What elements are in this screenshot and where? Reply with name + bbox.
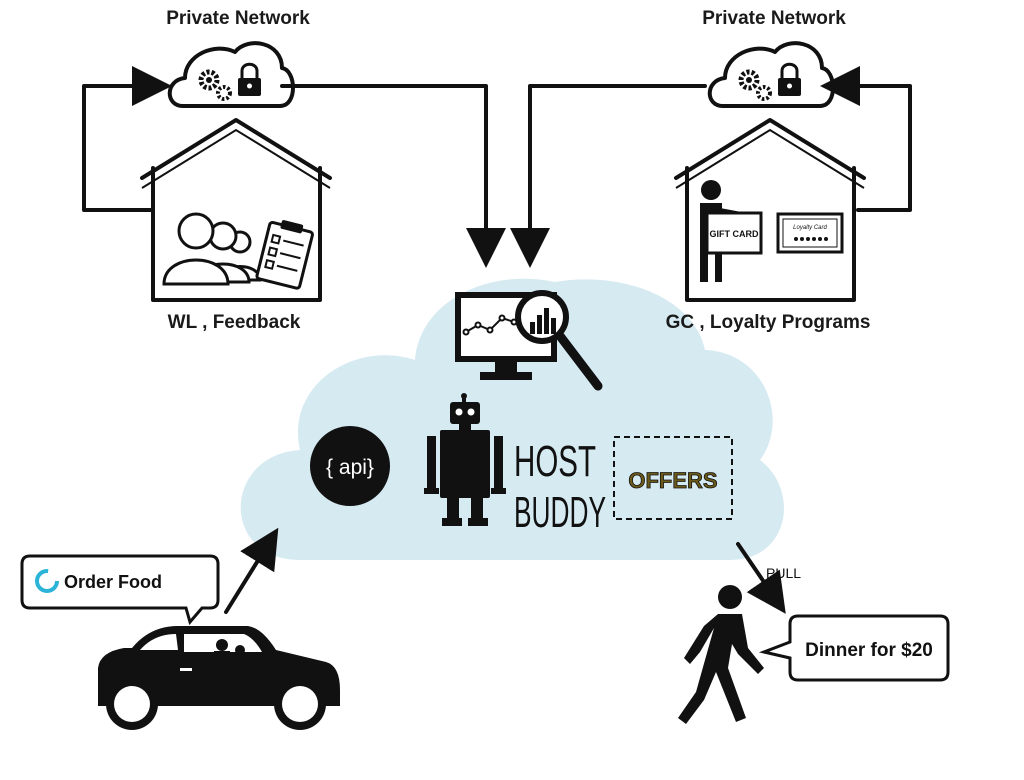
left-house-icon <box>140 118 332 302</box>
right-lock-icon <box>778 62 801 96</box>
left-lock-icon <box>238 62 261 96</box>
gift-card-text: GIFT CARD <box>710 229 759 239</box>
loyalty-card-text: Loyalty Card <box>793 225 827 231</box>
right-gears-icon <box>738 69 772 101</box>
left-caption: WL , Feedback <box>168 312 301 333</box>
walker-node: PULL Dinner for $20 <box>678 542 950 724</box>
brand-line-1: HOST <box>514 437 596 486</box>
api-badge: { api} <box>310 426 390 506</box>
right-private-cloud-icon <box>707 41 835 108</box>
clipboard-icon <box>255 220 314 290</box>
hub-to-walker-arrow <box>736 542 786 614</box>
left-network-label: Private Network <box>166 8 310 29</box>
assistant-ring-icon <box>35 569 59 593</box>
left-to-hub-arrow <box>280 84 506 268</box>
people-icon <box>162 212 262 286</box>
left-private-cloud-icon <box>167 41 295 108</box>
dinner-text: Dinner for $20 <box>805 640 933 661</box>
right-house-icon <box>674 118 866 302</box>
right-loop-arrow <box>820 66 912 212</box>
right-caption: GC , Loyalty Programs <box>666 312 871 333</box>
hub-contents: { api} HOST BUDDY OFFERS <box>310 290 733 537</box>
left-node: Private Network <box>82 8 506 333</box>
walking-person-icon <box>678 585 764 724</box>
order-food-text: Order Food <box>64 572 162 592</box>
brand-line-2: BUDDY <box>514 488 606 537</box>
offers-label: OFFERS <box>628 468 717 493</box>
order-food-bubble: Order Food <box>20 554 220 626</box>
right-node: Private Network G <box>510 8 912 333</box>
left-gears-icon <box>198 69 232 101</box>
loyalty-card-icon: Loyalty Card <box>776 212 844 254</box>
car-node: Order Food <box>20 527 340 730</box>
offers-box: OFFERS <box>613 436 733 520</box>
right-network-label: Private Network <box>702 8 846 29</box>
left-loop-arrow <box>82 66 172 212</box>
pull-label: PULL <box>766 565 801 581</box>
robot-icon <box>424 393 506 526</box>
magnifier-icon <box>515 290 603 391</box>
car-to-hub-arrow <box>224 527 279 614</box>
person-holding-card-icon: GIFT CARD <box>700 180 763 282</box>
right-to-hub-arrow <box>510 84 707 268</box>
api-label: { api} <box>326 456 374 479</box>
car-icon <box>98 626 340 730</box>
dinner-bubble: Dinner for $20 <box>758 614 950 682</box>
